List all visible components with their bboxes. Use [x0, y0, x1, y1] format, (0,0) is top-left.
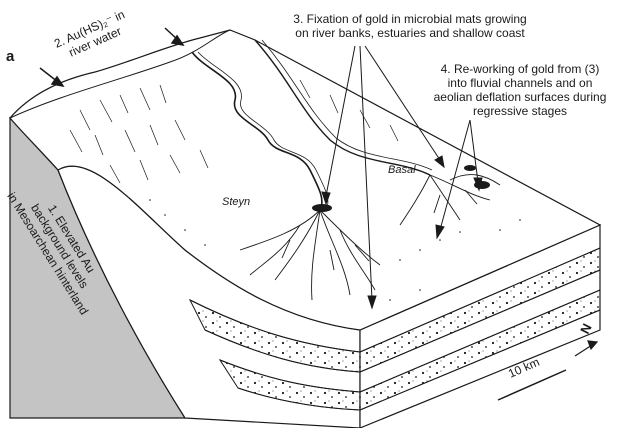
basal-river — [254, 39, 431, 176]
steyn-river — [191, 51, 323, 211]
label2-arrows — [39, 27, 185, 88]
hill-shading — [69, 79, 399, 184]
label-gold-reworking-line-2: into fluvial channels and on — [447, 76, 593, 90]
surface-stipple — [149, 199, 521, 301]
label-gold-reworking-line-3: aeolian deflation surfaces during — [433, 90, 607, 104]
label4-arrows — [435, 119, 483, 240]
basal-river-bank — [261, 39, 433, 171]
label-gold-reworking-line-4: regressive stages — [472, 104, 568, 118]
steyn-delta-channels — [239, 209, 381, 301]
label-steyn: Steyn — [222, 196, 251, 208]
ridge-line — [9, 29, 231, 119]
label-gold-fixation-line-2: on river banks, estuaries and shallow co… — [295, 26, 525, 40]
label-gold-fixation: 3. Fixation of gold in microbial mats gr… — [270, 12, 550, 40]
label-gold-fixation-line-1: 3. Fixation of gold in microbial mats gr… — [293, 12, 527, 26]
label-basal: Basal — [388, 164, 416, 176]
label-gold-reworking: 4. Re-working of gold from (3) into fluv… — [415, 62, 625, 118]
steyn-river-bank — [197, 51, 329, 211]
scale-bar — [497, 369, 567, 401]
front-strata — [188, 298, 361, 411]
label3-arrows — [321, 45, 445, 310]
north-arrow — [574, 340, 599, 357]
block-top-surface — [9, 29, 602, 331]
panel-letter: a — [6, 48, 15, 65]
label-gold-reworking-line-1: 4. Re-working of gold from (3) — [440, 62, 600, 76]
